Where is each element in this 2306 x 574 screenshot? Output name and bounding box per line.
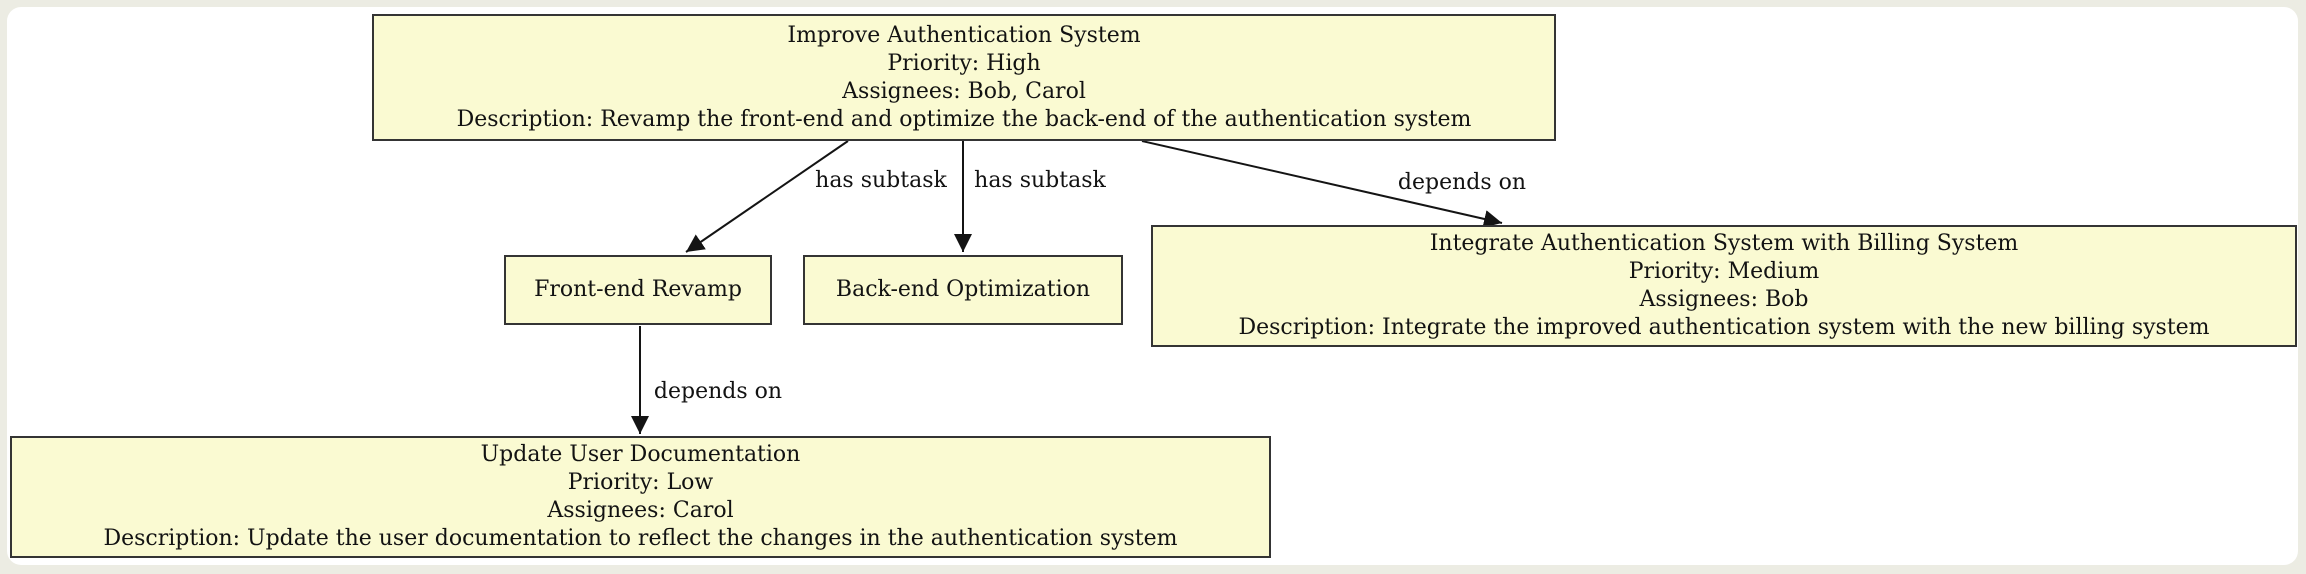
edge-label-improve-to-frontend: has subtask [815, 168, 947, 193]
node-title: Improve Authentication System [787, 22, 1141, 48]
edge-label-improve-to-integrate: depends on [1397, 170, 1527, 195]
node-improve-authentication-system: Improve Authentication System Priority: … [372, 14, 1556, 141]
edge-label-improve-to-backend: has subtask [974, 168, 1106, 193]
node-assignees: Assignees: Bob [1639, 287, 1809, 312]
node-description: Description: Revamp the front-end and op… [456, 106, 1472, 132]
node-back-end-optimization: Back-end Optimization [803, 255, 1123, 325]
node-title: Back-end Optimization [835, 277, 1091, 302]
node-assignees: Assignees: Carol [547, 498, 734, 523]
node-description: Description: Update the user documentati… [103, 526, 1178, 551]
edge-label-frontend-to-docs: depends on [653, 379, 783, 404]
node-priority: Priority: Medium [1628, 259, 1820, 284]
edge-improve-to-frontend-arrow [685, 140, 849, 253]
node-front-end-revamp: Front-end Revamp [504, 255, 772, 325]
node-assignees: Assignees: Bob, Carol [842, 78, 1086, 104]
node-title: Update User Documentation [480, 442, 801, 467]
node-integrate-authentication-with-billing: Integrate Authentication System with Bil… [1151, 225, 2297, 347]
node-priority: Priority: High [887, 50, 1041, 76]
edge-improve-to-integrate-arrow [1141, 140, 1503, 228]
node-title: Integrate Authentication System with Bil… [1429, 231, 2019, 256]
node-description: Description: Integrate the improved auth… [1238, 315, 2210, 340]
node-priority: Priority: Low [567, 470, 714, 495]
node-update-user-documentation: Update User Documentation Priority: Low … [10, 436, 1271, 558]
node-title: Front-end Revamp [534, 277, 742, 302]
